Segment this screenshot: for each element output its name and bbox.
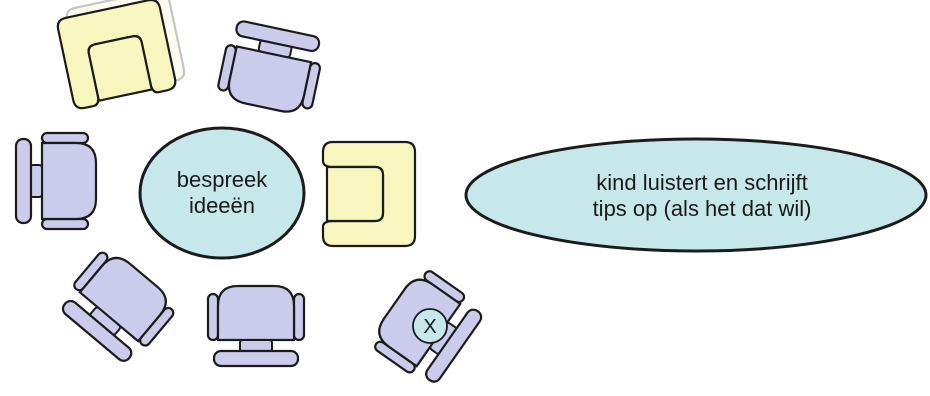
- office-chair-icon: [214, 17, 328, 119]
- note-label-line-1: kind luistert en schrijft: [596, 170, 808, 195]
- armchair-icon: [55, 0, 187, 111]
- note-label-line-2: tips op (als het dat wil): [593, 196, 812, 221]
- marked-office-chair-icon: X: [365, 263, 489, 391]
- office-chair-icon: [14, 131, 98, 231]
- armchair-icon: [321, 140, 417, 248]
- marked-chair-x: X: [423, 316, 436, 338]
- child-note-bubble: kind luistert en schrijft tips op (als h…: [464, 137, 928, 253]
- office-chair-icon: [206, 284, 306, 368]
- office-chair-icon: [54, 243, 182, 369]
- table-label-line-2: ideeën: [189, 193, 255, 218]
- marked-seat-circle: [412, 308, 448, 344]
- discussion-table: bespreek ideeën: [138, 126, 306, 260]
- table-label-line-1: bespreek: [177, 167, 269, 192]
